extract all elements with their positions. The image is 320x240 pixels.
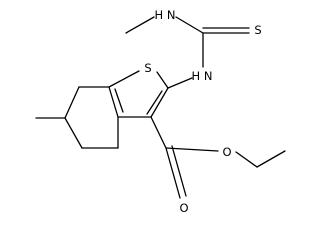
bond-ch2-to-ch3 [256, 150, 286, 168]
bond-c3-to-carbonyl-c [150, 116, 167, 149]
bond-c3a-to-c7a-inner [114, 88, 124, 113]
atom-thiophene-sulfur: S [144, 61, 151, 75]
atom-thione-sulfur: S [254, 23, 261, 37]
atom-ester-carbonyl-oxygen: O [179, 201, 188, 213]
atom-amine-nh-left: H N [155, 8, 176, 22]
bond-c6-to-c5 [64, 117, 83, 149]
bond-nh-to-thiocarbonyl [175, 16, 204, 34]
bond-s-to-c2 [156, 71, 169, 89]
bond-nh-to-c2 [167, 77, 193, 89]
bond-carbonyl-c-to-ether-o [165, 147, 219, 152]
molecule-structure: S H N H N S O O [35, 8, 286, 213]
atom-ester-ether-oxygen: O [222, 145, 231, 159]
bond-carbonyl-c-o-2 [171, 145, 187, 197]
bond-c3a-to-c7a-outer [108, 86, 119, 118]
bond-c2-to-c3-inner [146, 90, 163, 115]
bond-c7a-to-s [108, 70, 140, 88]
bond-c7-to-c6 [64, 86, 80, 119]
atom-amine-nh-right: H N [192, 69, 213, 83]
bond-c2-to-c3-outer [150, 87, 169, 118]
bond-ether-o-to-ch2 [235, 151, 258, 168]
bond-carbonyl-c-o-1 [165, 147, 181, 199]
bond-methyl-to-nh [125, 16, 155, 34]
